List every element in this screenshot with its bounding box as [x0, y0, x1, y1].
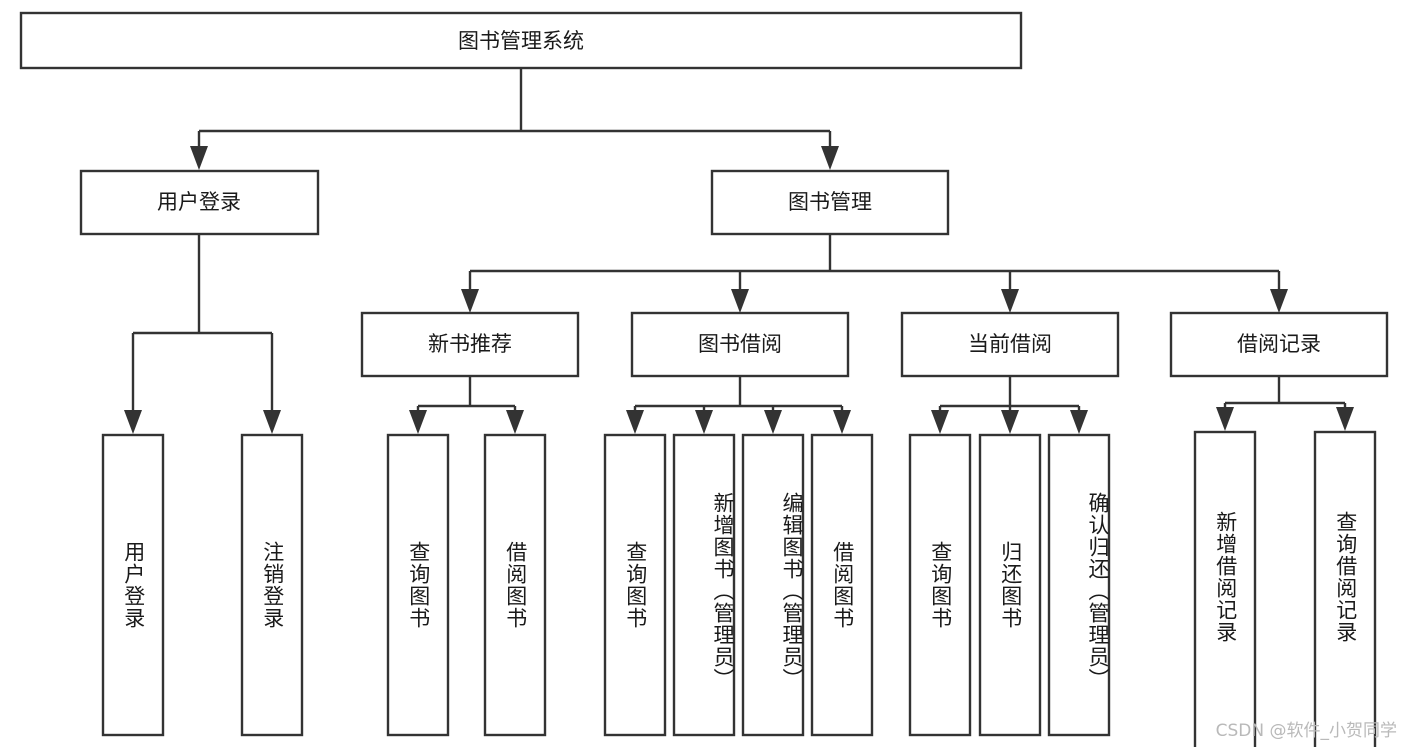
arrow-to-new-book	[461, 289, 479, 313]
node-borrow-record[interactable]: 借阅记录	[1169, 311, 1389, 378]
node-current-borrow[interactable]: 当前借阅	[900, 311, 1120, 378]
leaf-box-user-login-2[interactable]	[240, 433, 304, 737]
leaf-box-current-borrow-3[interactable]	[1047, 433, 1111, 737]
node-new-book-recommend[interactable]: 新书推荐	[360, 311, 580, 378]
node-root-system-box[interactable]	[19, 11, 1023, 70]
arrow-to-book-borrow	[731, 289, 749, 313]
node-book-borrow[interactable]: 图书借阅	[630, 311, 850, 378]
arrow-newbook-leaf-2	[506, 410, 524, 434]
arrow-to-borrow-record	[1270, 289, 1288, 313]
leaf-box-new-book-2[interactable]	[483, 433, 547, 737]
node-new-book-recommend-box[interactable]	[360, 311, 580, 378]
node-root-system[interactable]: 图书管理系统	[19, 11, 1023, 70]
arrow-bookborrow-leaf-1	[626, 410, 644, 434]
node-borrow-record-box[interactable]	[1169, 311, 1389, 378]
arrow-userlogin-leaf-2	[263, 410, 281, 434]
arrow-currentborrow-leaf-3	[1070, 410, 1088, 434]
node-book-borrow-label: 图书借阅	[698, 332, 782, 356]
node-current-borrow-label: 当前借阅	[968, 332, 1052, 356]
node-book-borrow-box[interactable]	[630, 311, 850, 378]
arrow-to-current-borrow	[1001, 289, 1019, 313]
node-borrow-record-label: 借阅记录	[1237, 332, 1321, 356]
leaf-boxes-group	[101, 430, 1377, 747]
leaf-box-book-borrow-3[interactable]	[741, 433, 805, 737]
node-book-manage-label: 图书管理	[788, 190, 872, 214]
arrow-bookborrow-leaf-3	[764, 410, 782, 434]
node-current-borrow-box[interactable]	[900, 311, 1120, 378]
node-book-manage-box[interactable]	[710, 169, 950, 236]
arrow-to-book-manage	[821, 146, 839, 170]
connectors-group	[124, 69, 1354, 434]
leaf-box-current-borrow-2[interactable]	[978, 433, 1042, 737]
node-user-login[interactable]: 用户登录	[79, 169, 320, 236]
arrow-currentborrow-leaf-2	[1001, 410, 1019, 434]
arrow-borrowrecord-leaf-1	[1216, 407, 1234, 431]
leaf-box-current-borrow-1[interactable]	[908, 433, 972, 737]
node-root-system-label: 图书管理系统	[458, 29, 584, 53]
leaf-box-book-borrow-1[interactable]	[603, 433, 667, 737]
csdn-watermark: CSDN @软件_小贺同学	[1215, 721, 1397, 741]
leaf-box-new-book-1[interactable]	[386, 433, 450, 737]
leaf-box-borrow-record-1[interactable]	[1193, 430, 1257, 747]
node-user-login-label: 用户登录	[157, 190, 241, 214]
arrow-userlogin-leaf-1	[124, 410, 142, 434]
arrow-currentborrow-leaf-1	[931, 410, 949, 434]
arrow-newbook-leaf-1	[409, 410, 427, 434]
arrow-bookborrow-leaf-2	[695, 410, 713, 434]
node-book-manage[interactable]: 图书管理	[710, 169, 950, 236]
arrow-borrowrecord-leaf-2	[1336, 407, 1354, 431]
leaf-box-book-borrow-2[interactable]	[672, 433, 736, 737]
node-new-book-recommend-label: 新书推荐	[428, 332, 512, 356]
node-user-login-box[interactable]	[79, 169, 320, 236]
leaf-box-user-login-1[interactable]	[101, 433, 165, 737]
arrow-to-user-login	[190, 146, 208, 170]
leaf-box-borrow-record-2[interactable]	[1313, 430, 1377, 747]
leaf-box-book-borrow-4[interactable]	[810, 433, 874, 737]
arrow-bookborrow-leaf-4	[833, 410, 851, 434]
